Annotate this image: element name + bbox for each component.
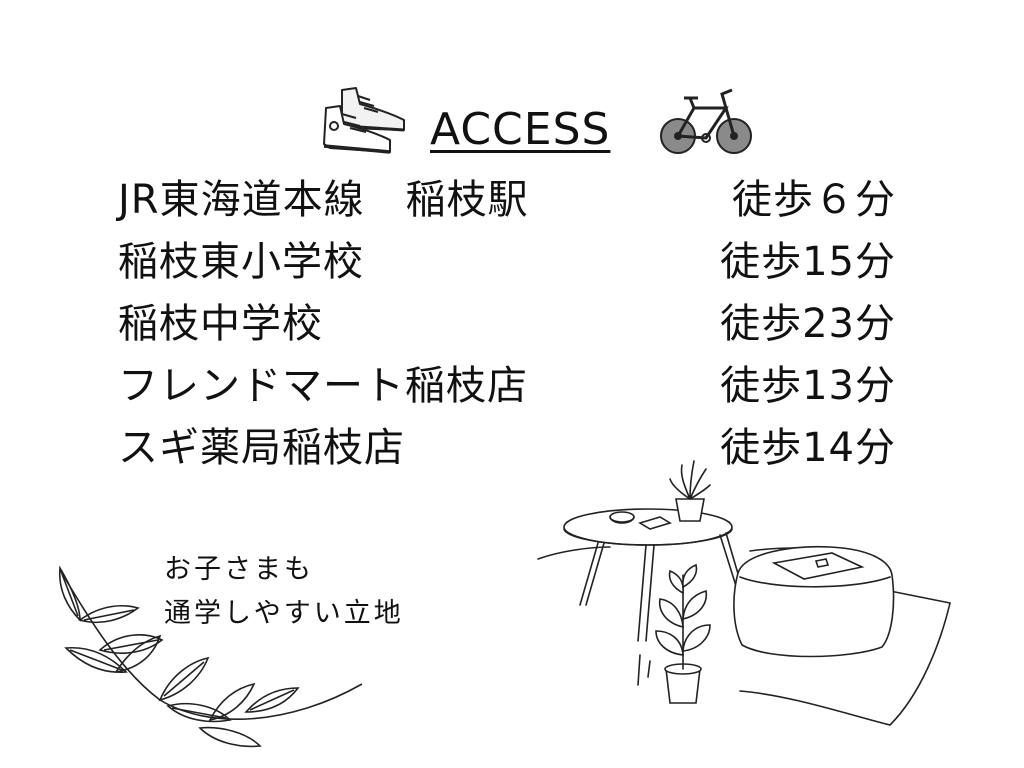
place-name: フレンドマート稲枝店 — [118, 363, 528, 409]
list-item: 稲枝中学校 徒歩23分 — [0, 294, 1024, 354]
walk-time: 徒歩14分 — [720, 425, 896, 471]
walk-time: 徒歩６分 — [732, 177, 896, 223]
list-item: 稲枝東小学校 徒歩15分 — [0, 232, 1024, 292]
note-line-1: お子さまも — [164, 554, 314, 585]
note-line-2: 通学しやすい立地 — [164, 598, 404, 629]
walk-time: 徒歩23分 — [720, 301, 896, 347]
walk-time: 徒歩13分 — [720, 363, 896, 409]
place-name: スギ薬局稲枝店 — [118, 425, 405, 471]
page-title: ACCESS — [430, 104, 611, 155]
leaf-branch-icon — [58, 565, 363, 748]
bicycle-icon — [660, 88, 752, 154]
walk-time: 徒歩15分 — [720, 239, 896, 285]
place-name: 稲枝中学校 — [118, 301, 323, 347]
list-item: JR東海道本線 稲枝駅 徒歩６分 — [0, 170, 1024, 230]
list-item: スギ薬局稲枝店 徒歩14分 — [0, 418, 1024, 478]
place-name: JR東海道本線 稲枝駅 — [118, 177, 529, 223]
furniture-illustration — [537, 460, 951, 726]
list-item: フレンドマート稲枝店 徒歩13分 — [0, 356, 1024, 416]
place-name: 稲枝東小学校 — [118, 239, 364, 285]
sneakers-icon — [323, 87, 405, 154]
